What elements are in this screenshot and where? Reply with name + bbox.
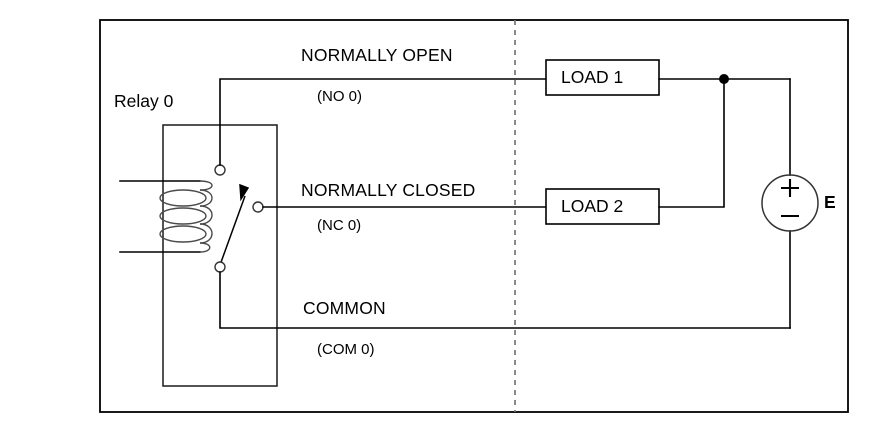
voltage-source-circle [761,174,819,232]
switch-arm [219,183,250,266]
source-label: E [824,192,836,212]
wire-load2-to-junction [658,78,725,208]
plus-sign-icon [781,179,799,197]
relay-coil [159,180,213,253]
terminal-no [214,164,226,176]
load-1-label: LOAD 1 [561,67,624,87]
normally-closed-label: NORMALLY CLOSED [301,180,476,200]
junction-dot [719,74,729,84]
terminal-com [214,261,226,273]
common-sublabel: (COM 0) [317,341,375,358]
outer-border [99,19,849,413]
normally-open-sublabel: (NO 0) [317,88,362,105]
load-2-label: LOAD 2 [561,196,624,216]
wire-com-to-source [219,271,791,329]
normally-closed-sublabel: (NC 0) [317,217,362,234]
wire-no-to-load1 [219,78,547,166]
load-2-box [545,188,660,225]
terminal-nc [252,201,264,213]
relay-label: Relay 0 [114,91,174,111]
normally-open-label: NORMALLY OPEN [301,45,453,65]
common-label: COMMON [303,298,386,318]
load-1-box [545,59,660,96]
